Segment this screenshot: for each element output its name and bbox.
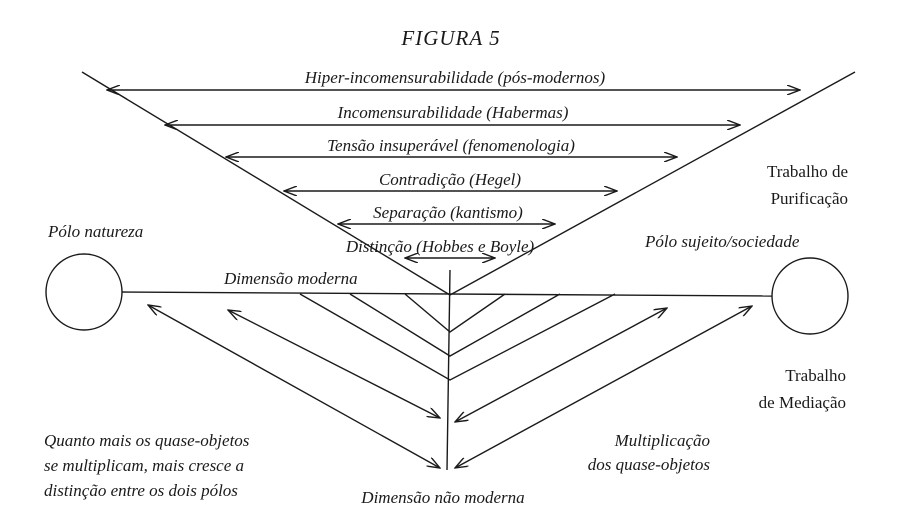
label-distincao: Distinção (Hobbes e Boyle) <box>345 237 535 256</box>
label-incom: Incomensurabilidade (Habermas) <box>337 103 569 122</box>
arrow-lower-left-1 <box>228 310 440 418</box>
label-contradicao: Contradição (Hegel) <box>379 170 521 189</box>
note-right-1: Multiplicação <box>614 431 710 450</box>
modern-dimension-line <box>121 291 773 297</box>
label-dimensao-moderna: Dimensão moderna <box>223 269 358 288</box>
label-trabalho-mediacao-1: Trabalho <box>785 366 846 385</box>
mediation-v-1 <box>404 293 506 333</box>
purification-left-line <box>81 71 451 296</box>
pole-natureza-circle <box>45 253 123 331</box>
note-left-1: Quanto mais os quase-objetos <box>44 431 250 450</box>
label-polo-sujeito: Pólo sujeito/sociedade <box>644 232 800 251</box>
note-left-3: distinção entre os dois pólos <box>44 481 238 500</box>
label-tensao: Tensão insuperável (fenomenologia) <box>327 136 575 155</box>
label-separacao: Separação (kantismo) <box>373 203 523 222</box>
note-left-2: se multiplicam, mais cresce a <box>44 456 244 475</box>
non-modern-dimension-line <box>446 269 451 471</box>
label-hiper: Hiper-incomensurabilidade (pós-modernos) <box>304 68 606 87</box>
mediation-v-3 <box>299 293 616 381</box>
arrow-lower-right-1 <box>455 308 667 422</box>
figure-title: FIGURA 5 <box>400 26 500 50</box>
pole-sujeito-circle <box>771 257 849 335</box>
label-polo-natureza: Pólo natureza <box>47 222 143 241</box>
note-right-2: dos quase-objetos <box>588 455 711 474</box>
purification-right-line <box>449 71 856 296</box>
arrow-lower-left-2 <box>148 305 440 468</box>
label-trabalho-purificacao-2: Purificação <box>771 189 848 208</box>
label-trabalho-mediacao-2: de Mediação <box>759 393 846 412</box>
label-dimensao-nao-moderna: Dimensão não moderna <box>360 488 524 507</box>
label-trabalho-purificacao-1: Trabalho de <box>767 162 848 181</box>
arrow-lower-right-2 <box>455 306 752 468</box>
mediation-v-2 <box>349 293 561 357</box>
